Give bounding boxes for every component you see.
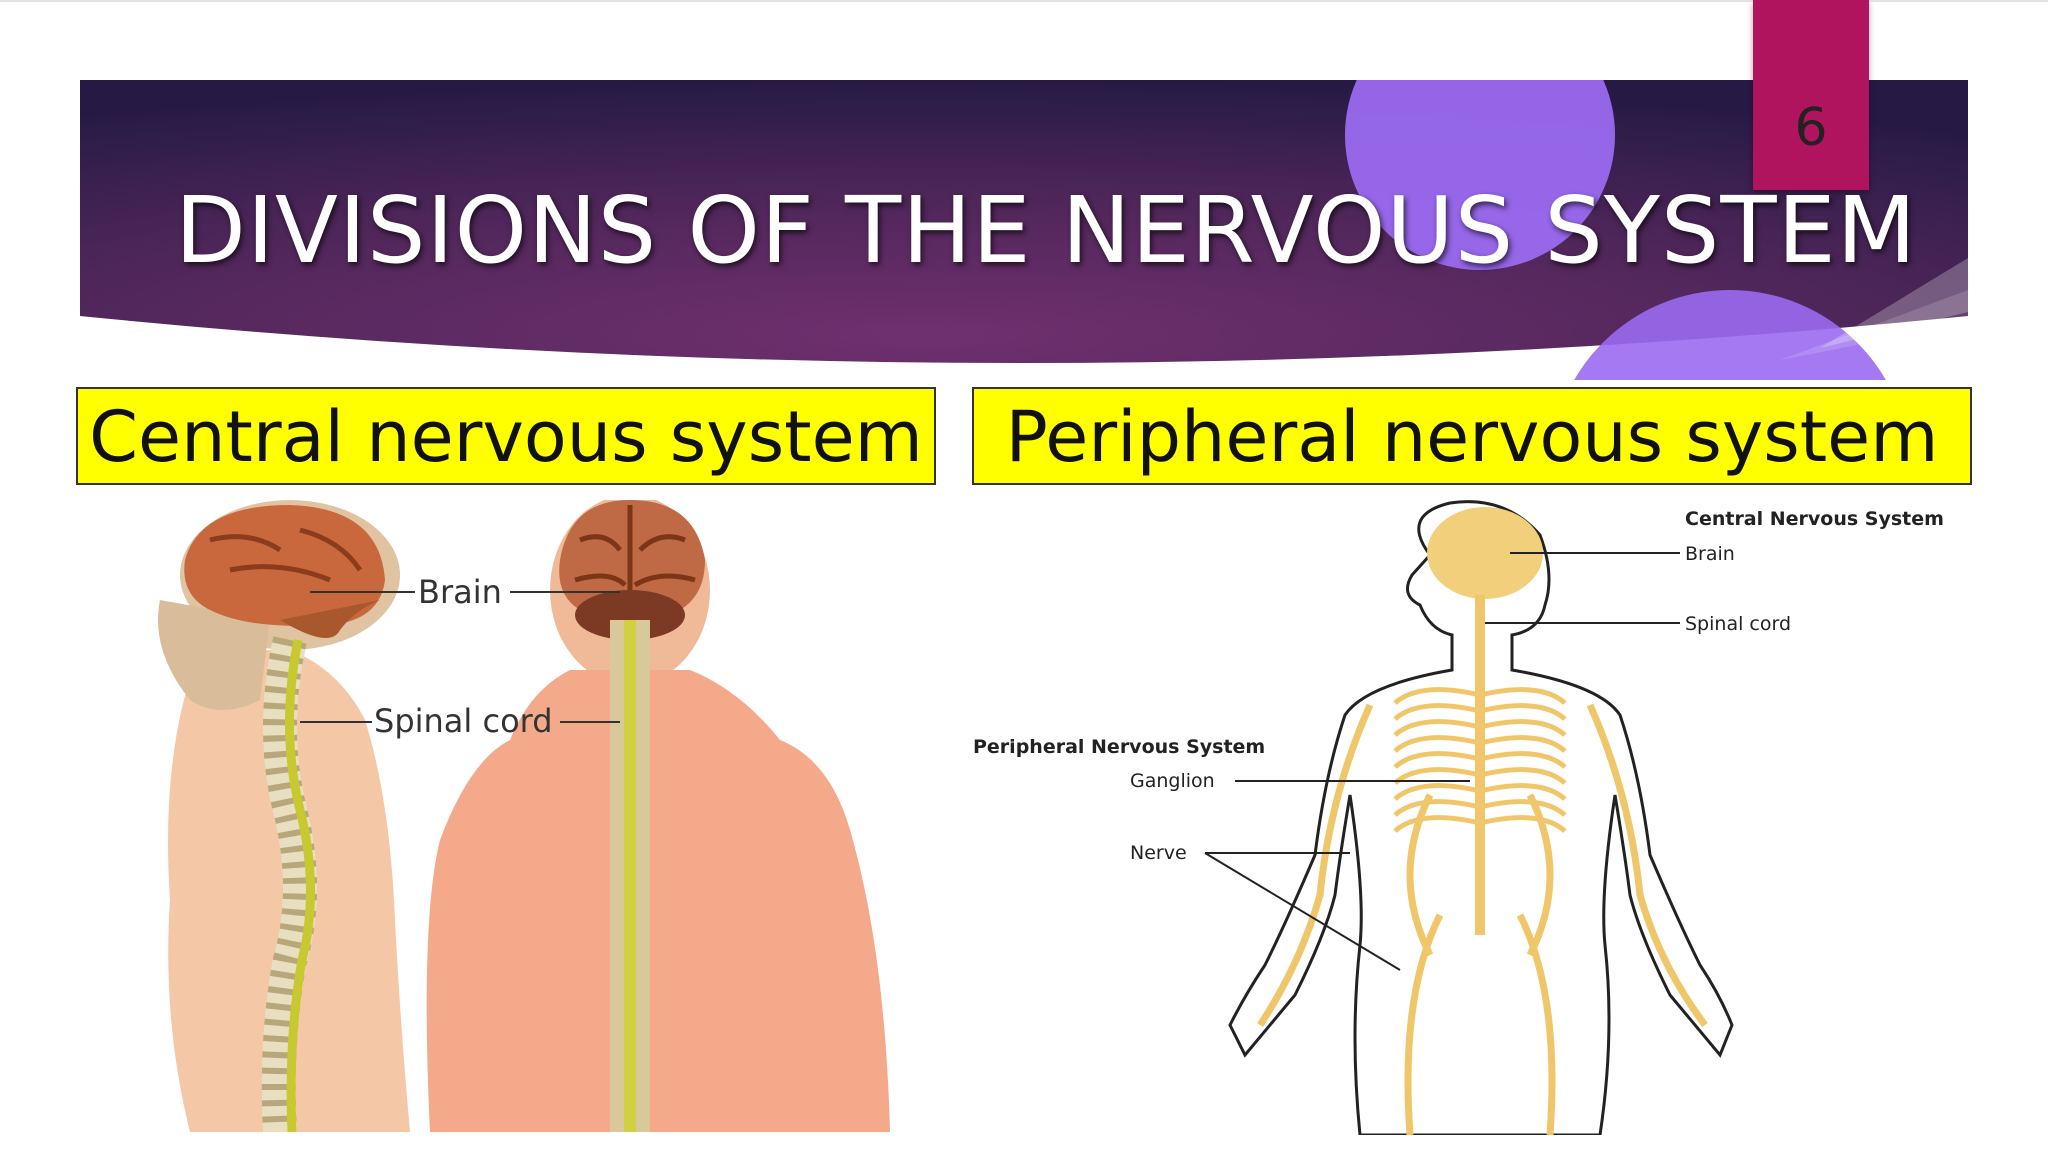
- pns-nerve-label: Nerve: [1130, 842, 1187, 864]
- rib-nerve: [1479, 735, 1567, 753]
- decor-circle-bottom: [1574, 290, 1886, 380]
- rib-nerve: [1393, 767, 1481, 785]
- rib-nerve: [1479, 703, 1567, 721]
- cns-spinal-cord-label: Spinal cord: [374, 702, 553, 740]
- cns-heading-box: Central nervous system: [76, 387, 936, 485]
- pns-brain-label: Brain: [1685, 543, 1735, 565]
- pns-ganglion-label: Ganglion: [1130, 770, 1215, 792]
- cns-brain-label: Brain: [418, 573, 502, 611]
- rib-nerve: [1393, 703, 1481, 721]
- decor-circle-top: [1345, 80, 1615, 270]
- rib-nerve: [1393, 719, 1481, 737]
- rib-nerve: [1479, 799, 1567, 817]
- rib-nerve: [1479, 719, 1567, 737]
- rib-nerve: [1479, 815, 1567, 833]
- rib-nerve: [1479, 687, 1567, 705]
- rib-nerve: [1393, 783, 1481, 801]
- pns-diagram: Central Nervous System Brain Spinal cord…: [973, 500, 1944, 1135]
- pns-spinal-cord-label: Spinal cord: [1685, 613, 1791, 635]
- rib-nerve: [1393, 687, 1481, 705]
- body-outline: [1228, 500, 1734, 1135]
- pns-heading-box: Peripheral nervous system: [972, 387, 1972, 485]
- rib-nerve: [1479, 767, 1567, 785]
- rib-nerve: [1479, 751, 1567, 769]
- rib-nerve: [1393, 815, 1481, 833]
- rib-nerve: [1393, 735, 1481, 753]
- rib-nerve: [1393, 799, 1481, 817]
- slide-top-border: [0, 0, 2048, 2]
- title-banner: [80, 80, 1968, 380]
- slide-title: DIVISIONS OF THE NERVOUS SYSTEM: [175, 177, 1918, 284]
- rib-nerve: [1393, 751, 1481, 769]
- cns-illustration: Brain Spinal cord: [158, 500, 890, 1132]
- pns-pns-heading: Peripheral Nervous System: [973, 736, 1265, 758]
- pns-cns-heading: Central Nervous System: [1685, 508, 1944, 530]
- rib-nerve: [1479, 783, 1567, 801]
- page-number-tab: 6: [1753, 0, 1869, 190]
- pns-brain-shape: [1427, 507, 1543, 599]
